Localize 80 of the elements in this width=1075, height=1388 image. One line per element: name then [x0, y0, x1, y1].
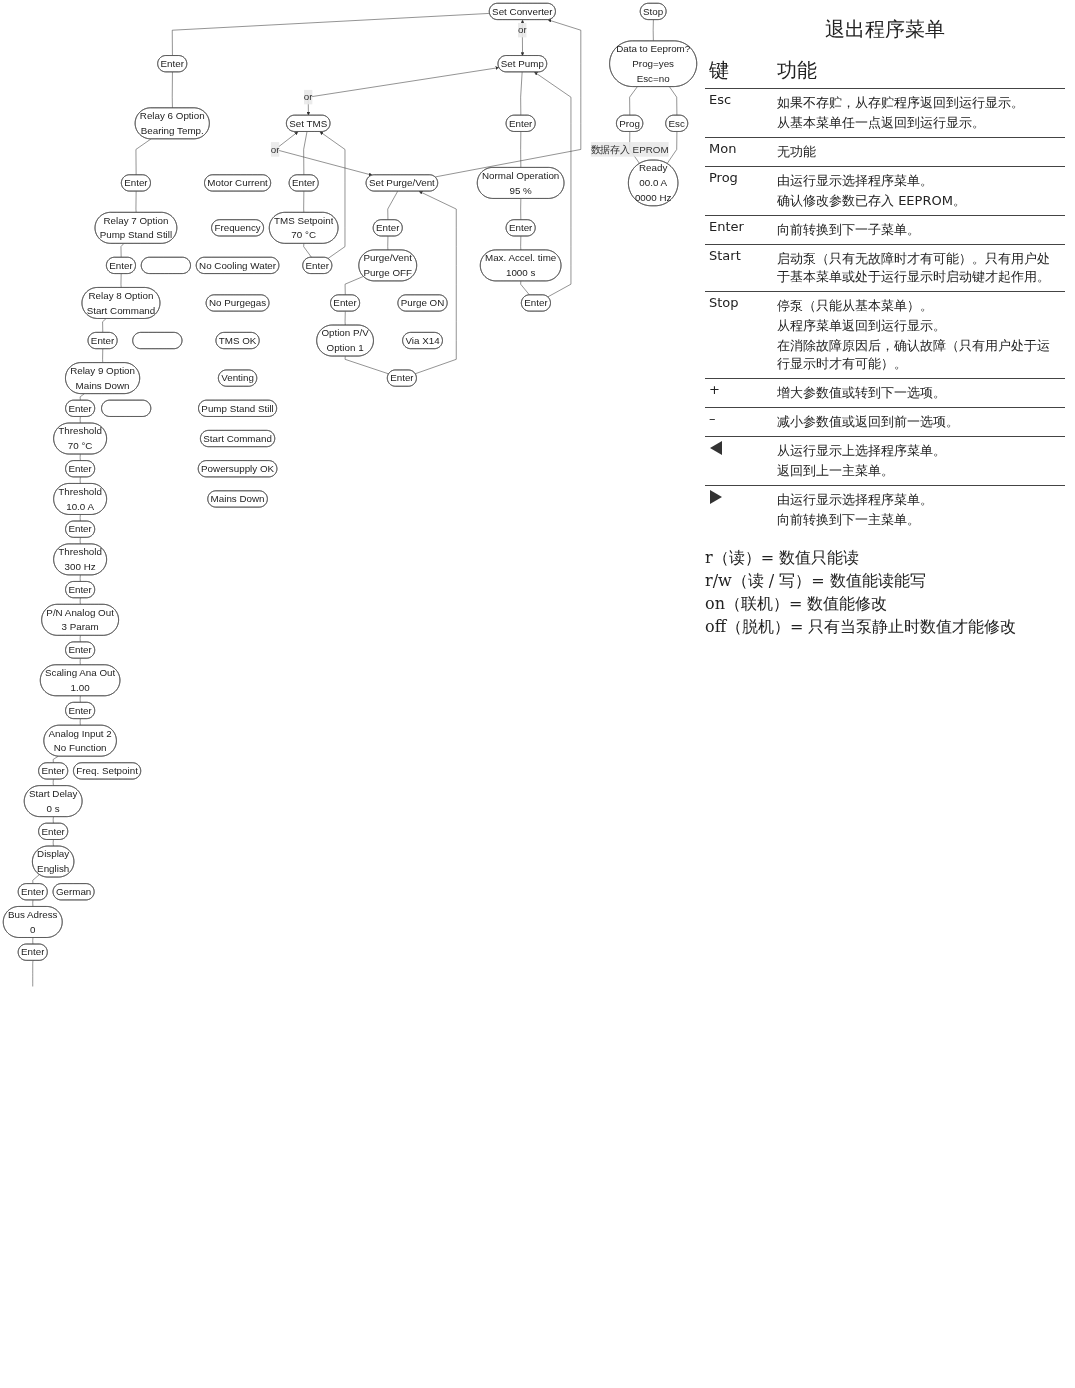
connector [303, 131, 308, 176]
column-header: 功能 [773, 53, 1065, 89]
connector [79, 695, 81, 703]
key-name: Prog [709, 170, 738, 185]
function-text: 停泵（只能从基本菜单）。 [777, 297, 934, 315]
edge-label: or [303, 91, 313, 103]
connector [79, 476, 81, 484]
connector [520, 280, 530, 296]
function-text: 在消除故障原因后，确认故障（只有用户处于运行显示时才有可能）。 [777, 337, 1051, 373]
connector [135, 138, 152, 176]
function-text: 增大参数值或转到下一选项。 [777, 384, 947, 402]
connector [79, 537, 81, 545]
note-text: r/w（读 / 写）= 数值能读能写 [705, 571, 927, 592]
function-text: 确认修改参数已存入 EEPROM。 [777, 192, 967, 210]
connector [629, 86, 638, 116]
connector [387, 235, 389, 251]
connector [520, 71, 523, 116]
key-name: + [709, 382, 720, 397]
key-name: Mon [709, 141, 737, 156]
connector [135, 191, 137, 213]
connector [120, 243, 125, 258]
connector [520, 131, 522, 168]
function-text: 无功能 [777, 143, 817, 161]
connector [171, 71, 173, 109]
connector [102, 348, 104, 364]
connector [79, 597, 81, 605]
edge-label: or [517, 24, 527, 36]
connector [171, 13, 490, 56]
function-text: 启动泵（只有无故障时才有可能）。只有用户处于基本菜单或处于运行显示时启动键才起作用。 [777, 250, 1051, 286]
connector [79, 416, 81, 424]
key-name: Enter [709, 219, 744, 234]
function-text: 向前转换到下一子菜单。 [777, 221, 921, 239]
connector [344, 276, 364, 296]
connector [303, 191, 305, 213]
function-text: 向前转换到下一主菜单。 [777, 511, 921, 529]
key-name: – [709, 411, 716, 426]
connector [79, 393, 85, 401]
connector [120, 273, 122, 288]
edge-label: 数据存入 EPROM [590, 143, 669, 155]
connector [666, 131, 678, 164]
column-header: 键 [705, 53, 773, 89]
section-heading: 退出程序菜单 [824, 16, 946, 43]
connector [387, 191, 398, 221]
connector [52, 816, 54, 824]
connector [303, 243, 312, 258]
connector [79, 574, 81, 582]
connector [32, 874, 40, 885]
connector [520, 235, 522, 251]
function-text: 由运行显示选择程序菜单。 [777, 172, 934, 190]
note-text: off（脱机）= 只有当泵静止时数值才能修改 [705, 617, 1018, 638]
connector [52, 839, 54, 847]
key-name: Stop [709, 295, 739, 310]
function-text: 返回到上一主菜单。 [777, 462, 895, 480]
connector [520, 198, 522, 221]
connector [344, 356, 390, 375]
connector [79, 658, 81, 666]
function-text: 从运行显示上选择程序菜单。 [777, 442, 947, 460]
note-text: on（联机）= 数值能修改 [705, 594, 889, 615]
function-text: 从程序菜单返回到运行显示。 [777, 317, 947, 335]
edge-label: or [270, 143, 280, 155]
key-name: Esc [709, 92, 732, 107]
connector [79, 454, 81, 462]
connector [652, 19, 654, 42]
connector [79, 514, 81, 522]
note-text: r（读）= 数值只能读 [705, 548, 861, 569]
connector [102, 318, 107, 333]
connector [79, 635, 81, 643]
connector [52, 779, 54, 787]
connector [344, 311, 346, 326]
connector [32, 937, 34, 945]
function-text: 由运行显示选择程序菜单。 [777, 491, 934, 509]
connector [32, 960, 34, 987]
function-text: 减小参数值或返回到前一选项。 [777, 413, 960, 431]
connector [669, 86, 678, 116]
connector [32, 899, 34, 907]
function-text: 从基本菜单任一点返回到运行显示。 [777, 114, 986, 132]
connector [52, 756, 59, 764]
connector [79, 718, 81, 726]
key-name: Start [709, 248, 741, 263]
function-text: 如果不存贮，从存贮程序返回到运行显示。 [777, 94, 1025, 112]
